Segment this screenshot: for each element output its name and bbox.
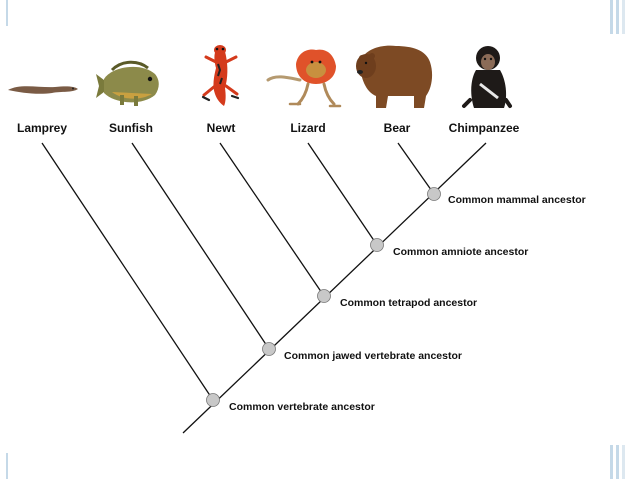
- ancestor-label-vertebrate: Common vertebrate ancestor: [229, 401, 375, 413]
- node-tetrapod-ancestor: [317, 289, 331, 303]
- taxon-label-chimpanzee: Chimpanzee: [449, 121, 520, 135]
- node-jawed-vertebrate-ancestor: [262, 342, 276, 356]
- lamprey-icon: [8, 86, 78, 94]
- ancestor-label-mammal: Common mammal ancestor: [448, 194, 586, 206]
- bottom-left-corner-bar: [6, 453, 8, 479]
- node-mammal-ancestor: [427, 187, 441, 201]
- ancestor-label-tetrapod: Common tetrapod ancestor: [340, 297, 477, 309]
- taxon-label-lizard: Lizard: [290, 121, 325, 135]
- branch-bear: [397, 142, 435, 195]
- bear-icon: [356, 45, 433, 108]
- branch-lizard: [307, 142, 378, 246]
- node-vertebrate-ancestor: [206, 393, 220, 407]
- newt-icon: [201, 45, 240, 106]
- branch-lamprey: [41, 142, 214, 401]
- taxon-label-lamprey: Lamprey: [17, 121, 67, 135]
- branch-newt: [219, 142, 325, 297]
- taxon-label-bear: Bear: [384, 121, 411, 135]
- ancestor-label-amniote: Common amniote ancestor: [393, 246, 528, 258]
- taxon-label-sunfish: Sunfish: [109, 121, 153, 135]
- top-left-corner-bar: [6, 0, 8, 26]
- bottom-right-corner-bars: [608, 445, 634, 479]
- node-amniote-ancestor: [370, 238, 384, 252]
- lizard-icon: [266, 49, 342, 108]
- chimpanzee-icon: [462, 46, 512, 108]
- top-right-corner-bars: [608, 0, 634, 34]
- sunfish-icon: [96, 60, 159, 106]
- ancestor-label-jawed-vertebrate: Common jawed vertebrate ancestor: [284, 350, 462, 362]
- branch-sunfish: [131, 142, 270, 350]
- taxon-label-newt: Newt: [207, 121, 236, 135]
